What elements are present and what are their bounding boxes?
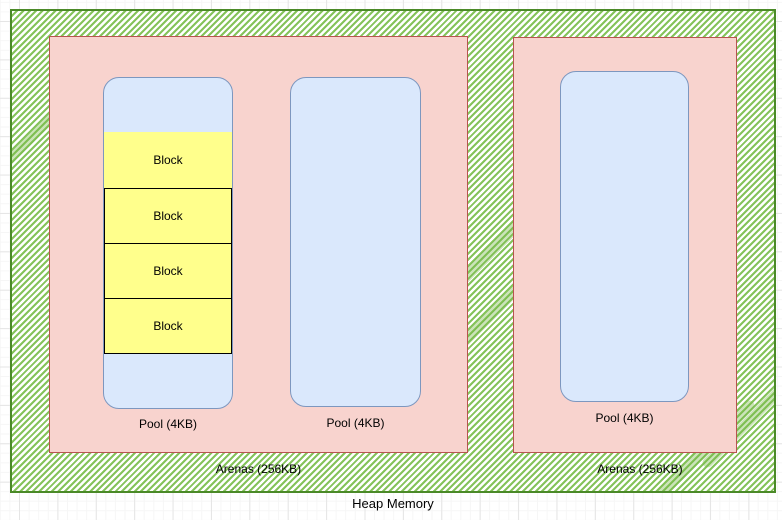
pool-1-label: Pool (4KB) (138, 417, 198, 431)
block-1: Block (104, 132, 232, 188)
block-2: Block (104, 188, 232, 244)
block-4: Block (104, 298, 232, 354)
pool-1: Block Block Block Block (103, 77, 233, 409)
arena-1: Block Block Block Block Pool (4KB) Pool … (49, 36, 468, 453)
pool-3 (560, 71, 689, 402)
block-2-label: Block (153, 209, 183, 223)
pool-3-label: Pool (4KB) (595, 411, 654, 425)
block-3-label: Block (153, 264, 183, 278)
pool-2-label: Pool (4KB) (326, 416, 385, 430)
heap-memory-region: Block Block Block Block Pool (4KB) Pool … (10, 9, 776, 493)
block-1-label: Block (153, 153, 183, 167)
arena-2: Pool (4KB) (513, 37, 737, 453)
block-3: Block (104, 243, 232, 299)
arena-1-label: Arenas (256KB) (215, 462, 302, 476)
arena-2-label: Arenas (256KB) (597, 462, 683, 476)
block-4-label: Block (153, 319, 183, 333)
pool-2 (290, 77, 421, 407)
heap-memory-label: Heap Memory (352, 496, 434, 511)
